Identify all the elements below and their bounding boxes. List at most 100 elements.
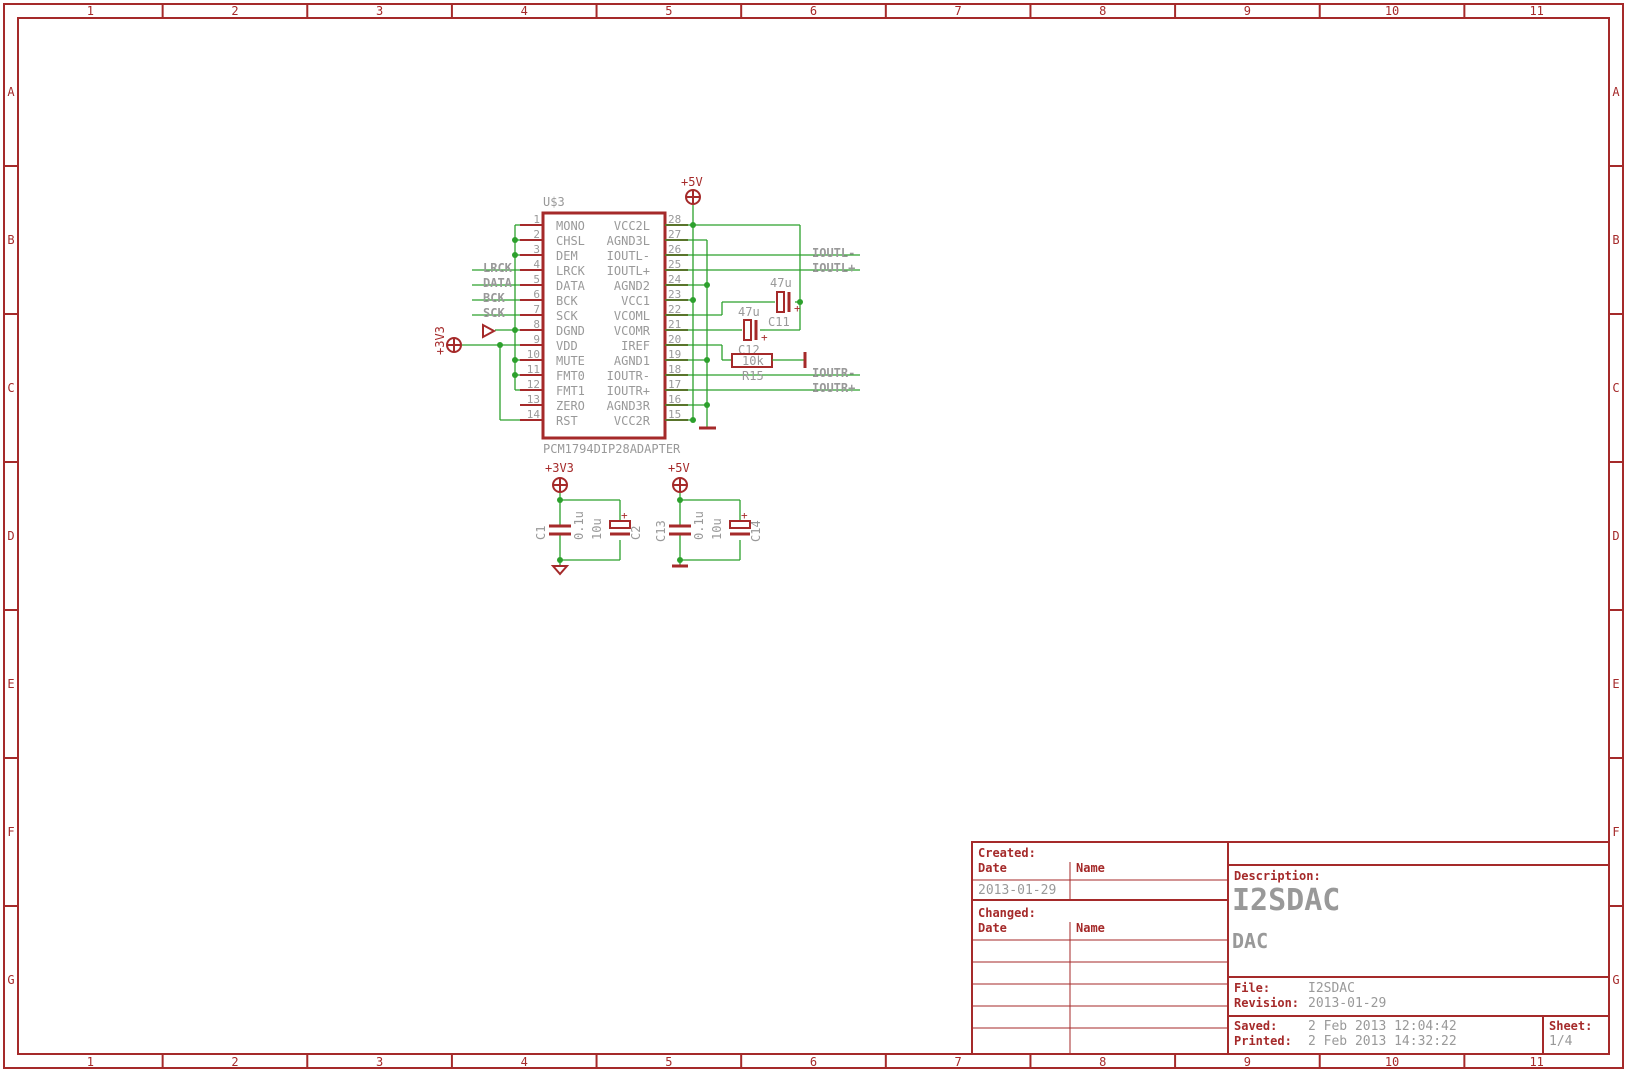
- pin-name: VCOML: [614, 309, 650, 323]
- pin-number: 14: [527, 408, 541, 421]
- column-label-top: 3: [376, 4, 383, 18]
- column-label-bottom: 11: [1529, 1055, 1543, 1069]
- tb-file-value: I2SDAC: [1308, 981, 1355, 996]
- row-label-right: C: [1612, 381, 1619, 395]
- supply-3v3-bottom-label: +3V3: [545, 461, 574, 475]
- pin-number: 5: [533, 273, 540, 286]
- row-label-right: G: [1612, 973, 1619, 987]
- tb-revision-value: 2013-01-29: [1308, 996, 1386, 1011]
- pin-name: AGND3R: [607, 399, 651, 413]
- c1-value: 0.1u: [572, 511, 586, 540]
- tb-date-label: Date: [978, 861, 1007, 875]
- svg-text:+: +: [761, 331, 768, 344]
- net-ioutr-plus: IOUTR+: [812, 381, 855, 395]
- pin-number: 27: [668, 228, 681, 241]
- c12-value: 47u: [738, 305, 760, 319]
- pin-number: 8: [533, 318, 540, 331]
- pin-number: 2: [533, 228, 540, 241]
- pin-number: 12: [527, 378, 540, 391]
- c11-value: 47u: [770, 276, 792, 290]
- tb-name-label: Name: [1076, 861, 1105, 875]
- pin-name: SCK: [556, 309, 578, 323]
- pin-name: VDD: [556, 339, 578, 353]
- pin-number: 17: [668, 378, 681, 391]
- pin-number: 20: [668, 333, 681, 346]
- column-label-top: 7: [955, 4, 962, 18]
- c14-value: 10u: [710, 518, 724, 540]
- column-label-bottom: 2: [231, 1055, 238, 1069]
- tb-changed-name-label: Name: [1076, 921, 1105, 935]
- net-data: DATA: [483, 276, 513, 290]
- row-label-right: E: [1612, 677, 1619, 691]
- capacitor-c11[interactable]: + 47u C11: [768, 276, 801, 329]
- pin-number: 15: [668, 408, 681, 421]
- pin-name: IOUTR-: [607, 369, 650, 383]
- row-label-left: B: [7, 233, 14, 247]
- capacitor-c12[interactable]: + 47u C12: [738, 305, 768, 357]
- tb-changed-label: Changed:: [978, 906, 1036, 920]
- column-label-top: 5: [665, 4, 672, 18]
- supply-3v3-left-label: +3V3: [433, 326, 447, 355]
- net-bck: BCK: [483, 291, 505, 305]
- column-label-bottom: 9: [1244, 1055, 1251, 1069]
- supply-5v-top-label: +5V: [681, 175, 703, 189]
- column-label-top: 6: [810, 4, 817, 18]
- pin-name: IOUTR+: [607, 384, 650, 398]
- c13-value: 0.1u: [692, 511, 706, 540]
- pin-name: IOUTL+: [607, 264, 650, 278]
- column-label-bottom: 5: [665, 1055, 672, 1069]
- pin-name: VCC2R: [614, 414, 651, 428]
- tb-title: I2SDAC: [1232, 883, 1340, 918]
- capacitor-c1[interactable]: C1 0.1u: [534, 511, 586, 540]
- pin-name: DGND: [556, 324, 585, 338]
- column-label-bottom: 8: [1099, 1055, 1106, 1069]
- column-label-top: 8: [1099, 4, 1106, 18]
- supply-3v3-left: +3V3: [433, 326, 462, 355]
- pin-number: 1: [533, 213, 540, 226]
- c1-name: C1: [534, 526, 548, 540]
- ic-name: U$3: [543, 195, 565, 209]
- pin-number: 26: [668, 243, 681, 256]
- net-ioutl-minus: IOUTL-: [812, 246, 855, 260]
- row-label-right: B: [1612, 233, 1619, 247]
- tb-saved-label: Saved:: [1234, 1019, 1277, 1033]
- row-label-left: D: [7, 529, 14, 543]
- pin-name: FMT1: [556, 384, 585, 398]
- column-label-bottom: 4: [521, 1055, 528, 1069]
- title-block: Created: Date Name Changed: Date Name De…: [971, 841, 1610, 1055]
- column-label-top: 1: [87, 4, 94, 18]
- pin-name: BCK: [556, 294, 578, 308]
- net-ioutr-minus: IOUTR-: [812, 366, 855, 380]
- c2-value: 10u: [590, 518, 604, 540]
- row-label-left: C: [7, 381, 14, 395]
- pin-number: 23: [668, 288, 681, 301]
- pin-number: 28: [668, 213, 681, 226]
- tb-revision-label: Revision:: [1234, 996, 1299, 1010]
- pin-name: DEM: [556, 249, 578, 263]
- tb-created-date: 2013-01-29: [978, 883, 1056, 898]
- tb-file-label: File:: [1234, 981, 1270, 995]
- column-label-bottom: 7: [955, 1055, 962, 1069]
- tb-changed-date-label: Date: [978, 921, 1007, 935]
- ic-right-pins: 28VCC2L27AGND3L26IOUTL-25IOUTL+24AGND223…: [607, 213, 688, 428]
- tb-sheet-value: 1/4: [1549, 1034, 1573, 1049]
- pin-name: RST: [556, 414, 578, 428]
- capacitor-c2[interactable]: + 10u C2: [590, 509, 643, 540]
- resistor-r15[interactable]: 10k R15: [731, 352, 807, 383]
- tb-description-label: Description:: [1234, 869, 1321, 883]
- net-labels: LRCK DATA BCK SCK IOUTL- IOUTL+ IOUTR- I…: [483, 246, 855, 395]
- junctions: [497, 222, 803, 563]
- pin-name: VCOMR: [614, 324, 651, 338]
- capacitor-c13[interactable]: C13 0.1u: [654, 511, 706, 542]
- pin-name: FMT0: [556, 369, 585, 383]
- capacitor-c14[interactable]: + 10u C14: [710, 509, 763, 542]
- c11-name: C11: [768, 315, 790, 329]
- row-label-right: D: [1612, 529, 1619, 543]
- ground-5v-bottom: [672, 560, 688, 568]
- row-label-left: A: [7, 85, 15, 99]
